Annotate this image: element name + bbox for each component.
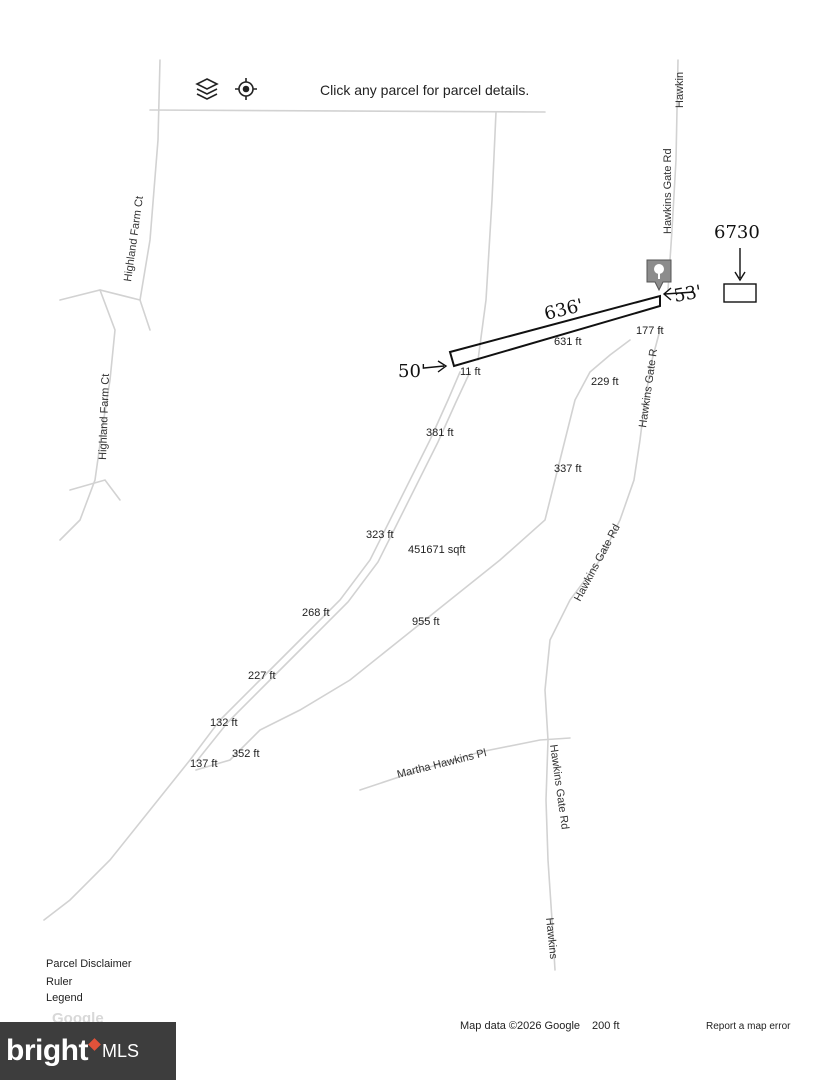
road-label-hawkins-gate-rd-2: Hawkins Gate R: [637, 348, 660, 428]
measurement-323ft: 323 ft: [366, 529, 394, 541]
logo-brand: bright: [6, 1034, 88, 1067]
road-label-martha-hawkins-pl: Martha Hawkins Pl: [396, 747, 488, 781]
ruler-link[interactable]: Ruler: [46, 976, 73, 988]
road-label-hawkins-gate-rd-4: Hawkins Gate Rd: [547, 744, 571, 830]
measurement-137ft: 137 ft: [190, 758, 218, 770]
area-label: 451671 sqft: [408, 544, 466, 556]
scale-label[interactable]: 200 ft: [592, 1020, 620, 1032]
measurement-229ft: 229 ft: [591, 376, 619, 388]
road-lines: [43, 59, 679, 971]
handwritten-left-side: 50': [398, 361, 426, 382]
handwritten-parcel-number: 6730: [714, 222, 760, 243]
tree-pin-icon[interactable]: [646, 259, 672, 292]
legend-link[interactable]: Legend: [46, 992, 83, 1004]
road-label-highland-farm-ct-1: Highland Farm Ct: [122, 195, 146, 282]
bright-mls-logo: bright MLS: [0, 1022, 176, 1080]
logo-accent-mark: [88, 1037, 101, 1051]
road-label-hawkins-gate-rd-3: Hawkins Gate Rd: [572, 522, 623, 603]
road-label-hawkin-top: Hawkin: [674, 72, 686, 108]
road-label-highland-farm-ct-2: Highland Farm Ct: [97, 374, 112, 461]
measurement-227ft: 227 ft: [248, 670, 276, 682]
measurement-177ft: 177 ft: [636, 325, 664, 337]
measurement-381ft: 381 ft: [426, 427, 454, 439]
measurement-132ft: 132 ft: [210, 717, 238, 729]
logo-suffix: MLS: [101, 1040, 139, 1061]
measurement-268ft: 268 ft: [302, 607, 330, 619]
report-map-error-link[interactable]: Report a map error: [706, 1021, 791, 1032]
measurement-337ft: 337 ft: [554, 463, 582, 475]
crosshair-icon[interactable]: [235, 78, 257, 100]
parcel-outline[interactable]: [448, 294, 661, 368]
measurement-955ft: 955 ft: [412, 616, 440, 628]
handwritten-right-side: 53': [672, 281, 703, 307]
handwritten-annotations: [423, 248, 757, 373]
measurement-11ft: 11 ft: [460, 366, 481, 378]
road-label-hawkins-gate-rd-top: Hawkins Gate Rd: [662, 148, 674, 234]
measurement-352ft: 352 ft: [232, 748, 260, 760]
measurement-631ft: 631 ft: [554, 336, 582, 348]
road-label-hawkins-bottom: Hawkins: [543, 917, 559, 960]
handwritten-top-side: 636': [542, 295, 585, 325]
map-data-attribution: Map data ©2026 Google: [460, 1020, 581, 1032]
parcel-disclaimer-link[interactable]: Parcel Disclaimer: [46, 958, 132, 970]
instruction-text: Click any parcel for parcel details.: [320, 82, 530, 98]
layers-icon[interactable]: [195, 78, 219, 100]
